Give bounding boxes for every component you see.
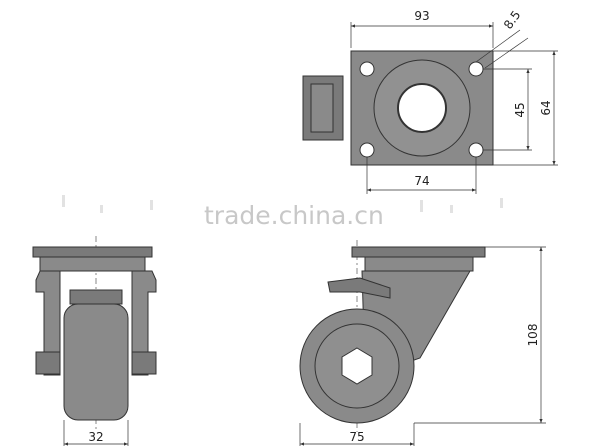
- side-top-plate: [351, 246, 486, 258]
- dim-side-wheel-diameter: 75: [349, 430, 364, 444]
- front-fork-left: [35, 270, 61, 376]
- mount-hole-bl: [359, 142, 375, 158]
- front-view: 32: [32, 236, 157, 446]
- front-axle-nut-right: [131, 351, 157, 375]
- center-hole: [397, 83, 447, 133]
- dim-side-total-height: 108: [526, 324, 540, 347]
- brake-housing-inner: [310, 83, 334, 133]
- mount-hole-tl: [359, 61, 375, 77]
- side-axle-nut: [341, 347, 373, 385]
- front-wheel: [63, 303, 129, 421]
- dim-top-hole-spacing-x: 74: [414, 174, 429, 188]
- front-axle-nut-left: [35, 351, 61, 375]
- front-brake-block: [69, 289, 123, 305]
- side-brake-lever: [327, 277, 391, 299]
- dim-top-plate-height: 64: [539, 100, 553, 115]
- dim-top-plate-width: 93: [414, 9, 429, 23]
- dim-top-hole-offset: 8.5: [501, 8, 523, 32]
- side-view: 75 108: [299, 240, 546, 446]
- watermark: trade.china.cn: [204, 201, 384, 230]
- front-swivel-race: [39, 256, 146, 272]
- dim-front-wheel-width: 32: [88, 430, 103, 444]
- side-swivel-race: [364, 256, 474, 272]
- front-top-plate: [32, 246, 153, 258]
- mount-hole-tr: [468, 61, 484, 77]
- mount-hole-br: [468, 142, 484, 158]
- top-view: 93 8.5 45 64 74: [302, 8, 558, 194]
- watermark-dots: [62, 195, 503, 213]
- dim-top-hole-spacing-y: 45: [513, 102, 527, 117]
- front-fork-right: [131, 270, 157, 376]
